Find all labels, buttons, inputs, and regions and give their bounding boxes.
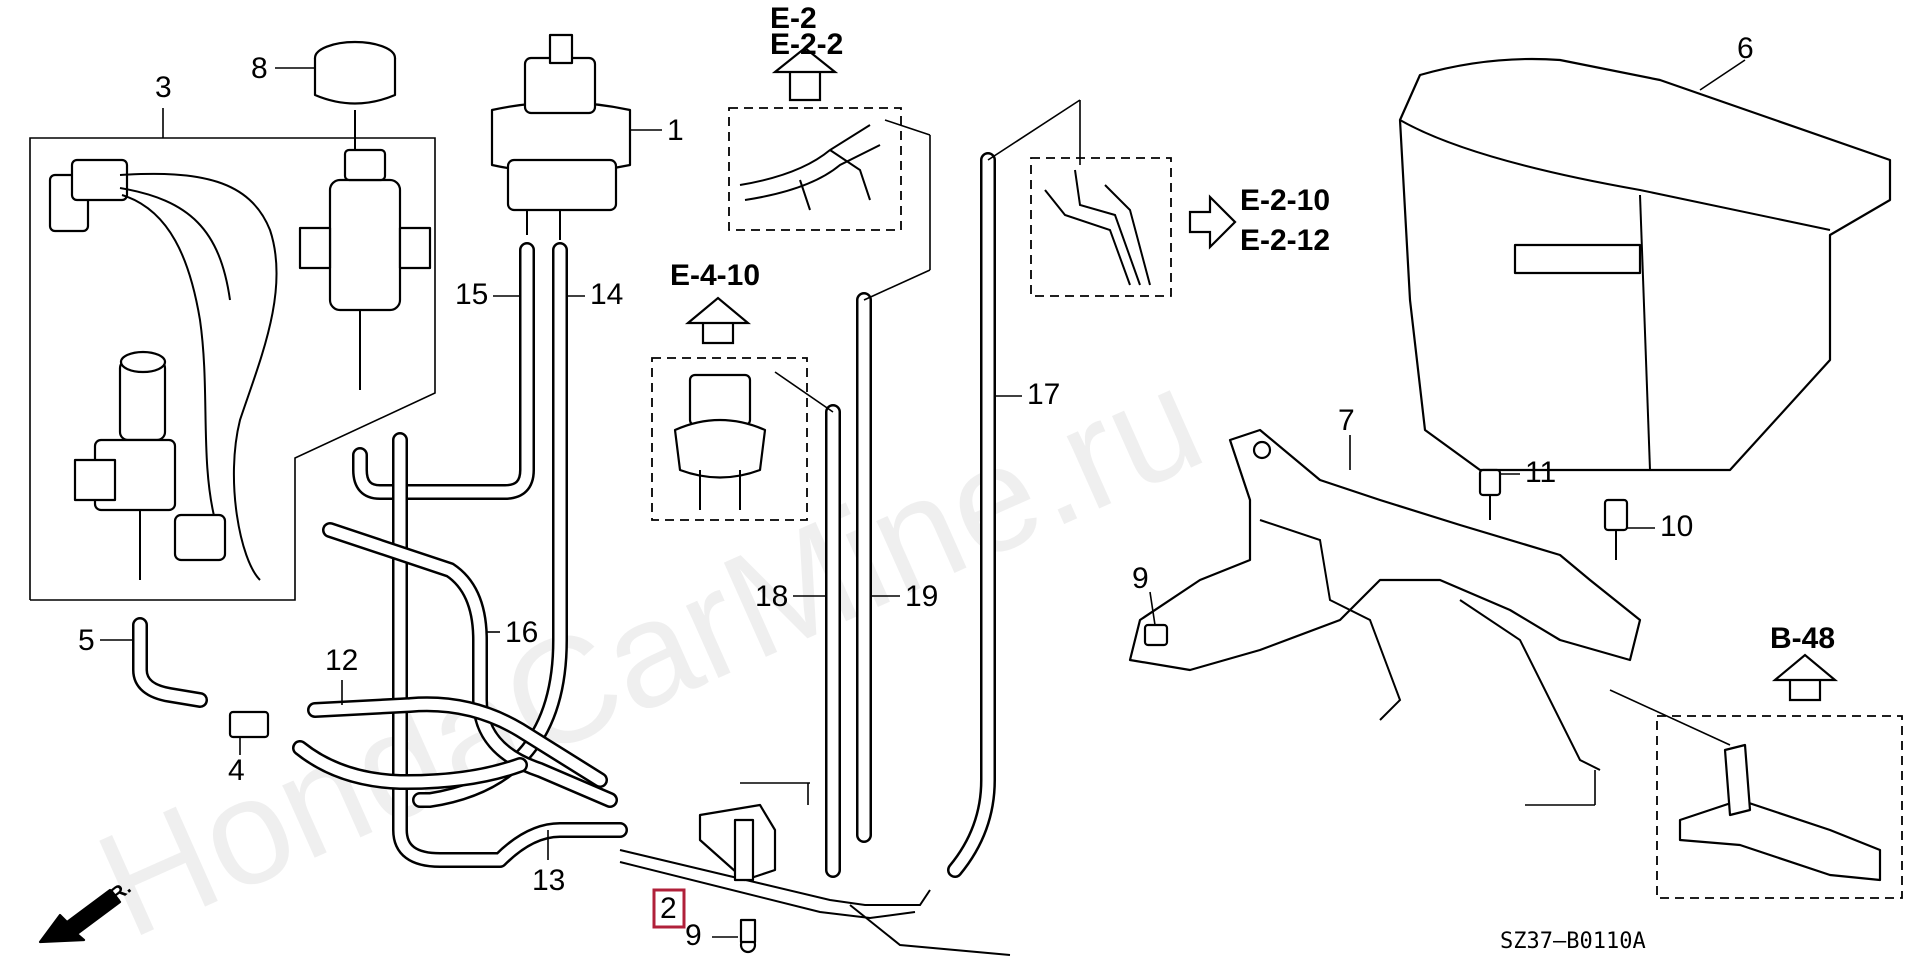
callout-4[interactable]: 4 bbox=[228, 754, 245, 787]
front-arrow-icon bbox=[38, 888, 122, 944]
bolts bbox=[1143, 468, 1629, 647]
callout-5[interactable]: 5 bbox=[78, 624, 95, 657]
hose-lines bbox=[132, 152, 1011, 956]
callout-7[interactable]: 7 bbox=[1338, 404, 1355, 437]
inset-e410 bbox=[651, 357, 834, 521]
callout-16[interactable]: 16 bbox=[505, 616, 538, 649]
callout-10[interactable]: 10 bbox=[1660, 510, 1693, 543]
cover-part-6 bbox=[1398, 57, 1892, 472]
cap-part-8 bbox=[313, 40, 397, 150]
inset-e210 bbox=[987, 99, 1172, 297]
arrow-up-b48 bbox=[1788, 676, 1822, 702]
callout-15[interactable]: 15 bbox=[455, 278, 488, 311]
callout-3[interactable]: 3 bbox=[155, 71, 172, 104]
callout-labels: 1 2 3 4 5 6 7 8 9 9 10 11 12 13 14 15 16… bbox=[78, 32, 1754, 952]
callout-14[interactable]: 14 bbox=[590, 278, 623, 311]
callout-12[interactable]: 12 bbox=[325, 644, 358, 677]
ref-e210[interactable]: E-2-10 bbox=[1240, 184, 1330, 217]
ref-b48[interactable]: B-48 bbox=[1770, 622, 1835, 655]
callout-6[interactable]: 6 bbox=[1737, 32, 1754, 65]
callout-8[interactable]: 8 bbox=[251, 52, 268, 85]
canister-part-1 bbox=[490, 33, 632, 240]
callout-11[interactable]: 11 bbox=[1525, 456, 1556, 489]
callout-18[interactable]: 18 bbox=[755, 580, 788, 613]
watermark: HondaCarMine.ru bbox=[75, 334, 1225, 958]
solenoid-assembly-group bbox=[29, 137, 436, 601]
bracket-part-2 bbox=[698, 782, 810, 954]
inset-b48 bbox=[1609, 689, 1903, 899]
callout-9-bottom[interactable]: 9 bbox=[685, 919, 702, 952]
arrow-up-e410 bbox=[701, 319, 735, 345]
callout-1[interactable]: 1 bbox=[667, 114, 684, 147]
bracket-part-7 bbox=[1128, 428, 1642, 806]
ref-e2[interactable]: E-2 bbox=[770, 2, 817, 35]
callout-19[interactable]: 19 bbox=[905, 580, 938, 613]
callout-13[interactable]: 13 bbox=[532, 864, 565, 897]
callout-2[interactable]: 2 bbox=[660, 892, 677, 925]
ref-e212[interactable]: E-2-12 bbox=[1240, 224, 1330, 257]
ref-e22[interactable]: E-2-2 bbox=[770, 28, 843, 61]
drawing-code: SZ37—B0110A bbox=[1500, 929, 1646, 954]
reference-arrows bbox=[38, 46, 1839, 944]
callout-17[interactable]: 17 bbox=[1027, 378, 1060, 411]
inset-e2 bbox=[728, 107, 931, 301]
arrow-up-e2 bbox=[788, 68, 822, 102]
arrow-right-e210 bbox=[1188, 194, 1237, 250]
highlight-box bbox=[652, 888, 686, 929]
callout-9-left[interactable]: 9 bbox=[1132, 562, 1149, 595]
ref-e410[interactable]: E-4-10 bbox=[670, 259, 760, 292]
